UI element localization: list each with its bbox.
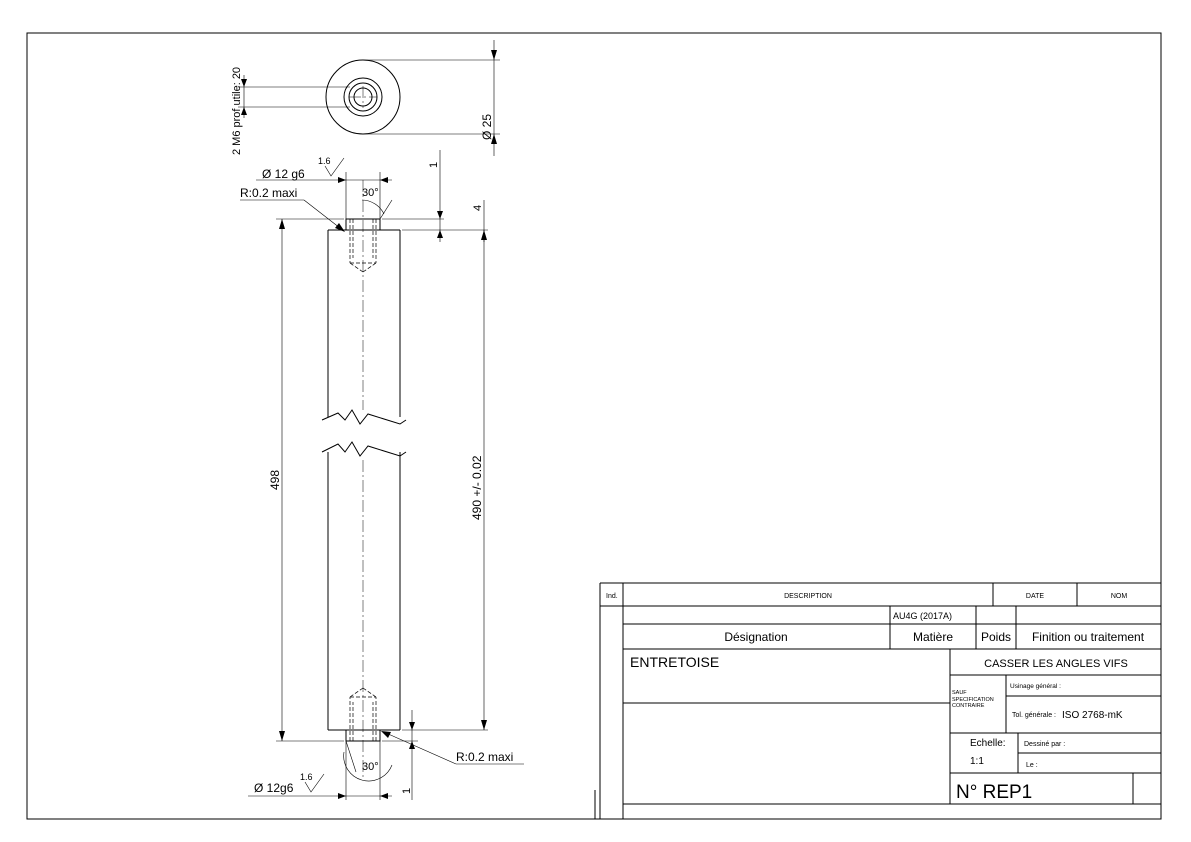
diameter-top-label: Ø 12 g6: [262, 167, 305, 181]
desc-header: DESCRIPTION: [784, 593, 832, 600]
nom-header: NOM: [1111, 593, 1128, 600]
top-dims: [240, 150, 488, 242]
break-line-bottom: [321, 441, 407, 457]
date-header: DATE: [1026, 593, 1044, 600]
chamfer-circle: [343, 77, 383, 117]
radius-top-label: R:0.2 maxi: [240, 186, 297, 200]
sheet-border: [26, 32, 1162, 820]
finition-label: Finition ou traitement: [1032, 630, 1145, 644]
material-value: AU4G (2017A): [893, 611, 952, 621]
sauf-note: SAUF SPECIFICATION CONTRAIRE: [952, 690, 994, 709]
dessine-label: Dessiné par :: [1024, 741, 1065, 748]
diameter-bottom-label: Ø 12g6: [254, 781, 294, 795]
angle-bottom-label: 30°: [362, 761, 379, 773]
dim-4-label: 4: [472, 205, 484, 211]
break-line-top: [321, 409, 407, 425]
part-name: ENTRETOISE: [630, 654, 719, 670]
rev-header: Ind.: [606, 593, 618, 600]
diameter-25-label: Ø 25: [480, 114, 494, 140]
dim-1-bottom-label: 1: [401, 788, 413, 794]
tol-value: ISO 2768-mK: [1062, 710, 1123, 721]
echelle-value: 1:1: [970, 756, 984, 767]
angle-top-label: 30°: [362, 187, 379, 199]
drawing-number: N° REP1: [956, 782, 1032, 803]
sauf-note-box: SAUF SPECIFICATION CONTRAIRE: [952, 690, 994, 709]
bottom-dims: [248, 710, 524, 800]
designation-label: Désignation: [724, 630, 787, 644]
roughness-bottom-label: 1.6: [300, 772, 313, 782]
thread-depth-label: 2 M6 prof utile: 20: [231, 67, 243, 155]
radius-bottom-label: R:0.2 maxi: [456, 750, 513, 764]
front-view: [321, 180, 407, 780]
end-view: [238, 40, 500, 156]
roughness-top-label: 1.6: [318, 156, 331, 166]
length-total-label: 498: [268, 470, 282, 490]
length-dims: [276, 218, 488, 742]
dim-1-top-label: 1: [428, 162, 440, 168]
echelle-label: Echelle:: [970, 738, 1006, 749]
casser-note: CASSER LES ANGLES VIFS: [984, 658, 1128, 670]
usinage-label: Usinage général :: [1010, 683, 1061, 690]
le-label: Le :: [1026, 762, 1038, 769]
title-block: [594, 582, 1162, 819]
poids-label: Poids: [981, 630, 1011, 644]
tol-label: Tol. générale :: [1012, 712, 1056, 719]
matiere-label: Matière: [913, 630, 953, 644]
length-tol-label: 490 +/- 0.02: [470, 455, 484, 520]
